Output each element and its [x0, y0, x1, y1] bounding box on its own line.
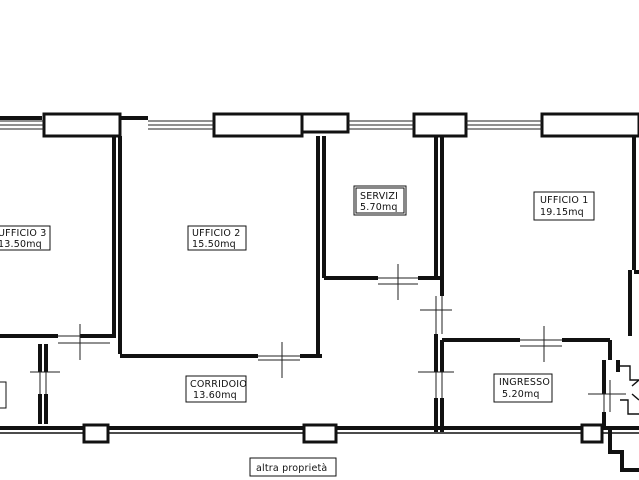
- door-ufficio2: [258, 342, 300, 378]
- room-label-ufficio2: UFFICIO 2 15.50mq: [187, 225, 247, 251]
- door-markers: [30, 264, 626, 412]
- room-area: 19.15mq: [540, 207, 584, 218]
- room-label-ufficio1: UFFICIO 1 19.15mq: [533, 191, 595, 221]
- window-servizi: [348, 120, 414, 130]
- door-small-room: [30, 371, 60, 394]
- room-label-ufficio3: UFFICIO 3 13.50mq: [0, 225, 51, 251]
- room-area: 5.70mq: [360, 202, 398, 213]
- room-name: UFFICIO 3: [0, 228, 46, 239]
- room-name: SERVIZI: [360, 191, 398, 202]
- room-area: 5.20mq: [502, 389, 540, 400]
- window-ufficio2: [148, 120, 214, 130]
- room-name: UFFICIO 2: [192, 228, 240, 239]
- south-wall: [0, 365, 639, 472]
- room-name: INGRESSO: [499, 377, 550, 388]
- north-windows: [0, 120, 542, 130]
- room-name: UFFICIO 1: [540, 195, 588, 206]
- door-corridoio-ingresso: [418, 371, 454, 398]
- door-servizi: [378, 264, 418, 300]
- room-area: 13.60mq: [193, 390, 237, 401]
- room-area: 15.50mq: [192, 239, 236, 250]
- window-ufficio1: [466, 120, 542, 130]
- north-wall: [0, 112, 639, 138]
- door-ufficio1: [420, 296, 452, 334]
- door-ingresso: [520, 326, 562, 362]
- room-label-ingresso: INGRESSO 5.20mq: [493, 373, 553, 403]
- room-name: CORRIDOIO: [190, 379, 247, 390]
- neighbour-label: altra proprietà: [249, 457, 337, 477]
- neighbour-label-text: altra proprietà: [256, 463, 327, 474]
- room-label-corridoio: CORRIDOIO 13.60mq: [185, 375, 247, 403]
- door-entrance: [588, 380, 626, 412]
- partial-label-box: [0, 381, 7, 409]
- window-ufficio3: [0, 120, 44, 130]
- door-ufficio3: [58, 324, 110, 360]
- room-label-servizi: SERVIZI 5.70mq: [353, 185, 407, 216]
- interior-walls: [0, 136, 639, 432]
- room-area: 13.50mq: [0, 239, 42, 250]
